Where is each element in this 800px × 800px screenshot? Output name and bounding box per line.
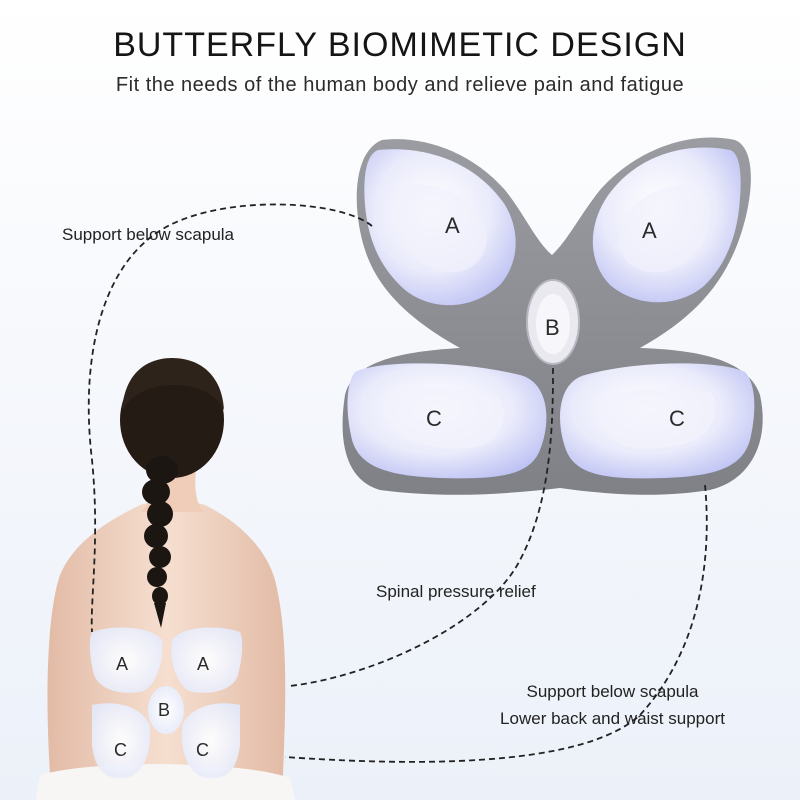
connector-lines xyxy=(87,203,708,763)
cushion-label-c-right: C xyxy=(669,406,685,431)
torso xyxy=(47,501,286,800)
body-label-c-left: C xyxy=(114,740,127,760)
body-pad-c-right xyxy=(181,703,240,779)
connector-waist xyxy=(284,484,708,763)
cushion-pad-c-left-inner xyxy=(385,388,504,449)
hair-top xyxy=(122,358,224,410)
cushion-pad-a-right-inner xyxy=(618,184,711,273)
callout-waist-line1: Support below scapula xyxy=(526,682,699,701)
cushion-label-a-left: A xyxy=(445,213,460,238)
page-subtitle: Fit the needs of the human body and reli… xyxy=(115,74,685,96)
cushion-label-c-left: C xyxy=(426,406,442,431)
body-label-a-right: A xyxy=(197,654,209,674)
braid xyxy=(142,456,178,628)
callout-spinal: Spinal pressure relief xyxy=(376,582,536,601)
person-back: A A B C C xyxy=(36,358,295,800)
body-label-b: B xyxy=(158,700,170,720)
body-label-a-left: A xyxy=(116,654,128,674)
towel xyxy=(36,764,295,800)
callout-scapula: Support below scapula xyxy=(62,225,235,244)
connector-spinal xyxy=(289,367,554,687)
body-pad-a-right xyxy=(171,627,243,693)
head xyxy=(120,362,224,478)
cushion-pad-a-left-inner xyxy=(395,184,487,273)
connector-scapula xyxy=(87,203,373,633)
callout-waist-line2: Lower back and waist support xyxy=(500,709,725,728)
page-title: BUTTERFLY BIOMIMETIC DESIGN xyxy=(113,26,687,64)
callout-waist: Support below scapula Lower back and wai… xyxy=(440,678,785,732)
cushion-pad-b-inner xyxy=(536,294,570,354)
body-pad-a-left xyxy=(89,627,163,693)
body-label-c-right: C xyxy=(196,740,209,760)
butterfly-cushion: A A B C C xyxy=(342,137,763,495)
body-pad-b xyxy=(148,686,184,734)
cushion-pad-c-right-inner xyxy=(601,388,716,449)
cushion-label-a-right: A xyxy=(642,218,657,243)
cushion-label-b: B xyxy=(545,315,560,340)
body-pad-c-left xyxy=(92,703,151,779)
